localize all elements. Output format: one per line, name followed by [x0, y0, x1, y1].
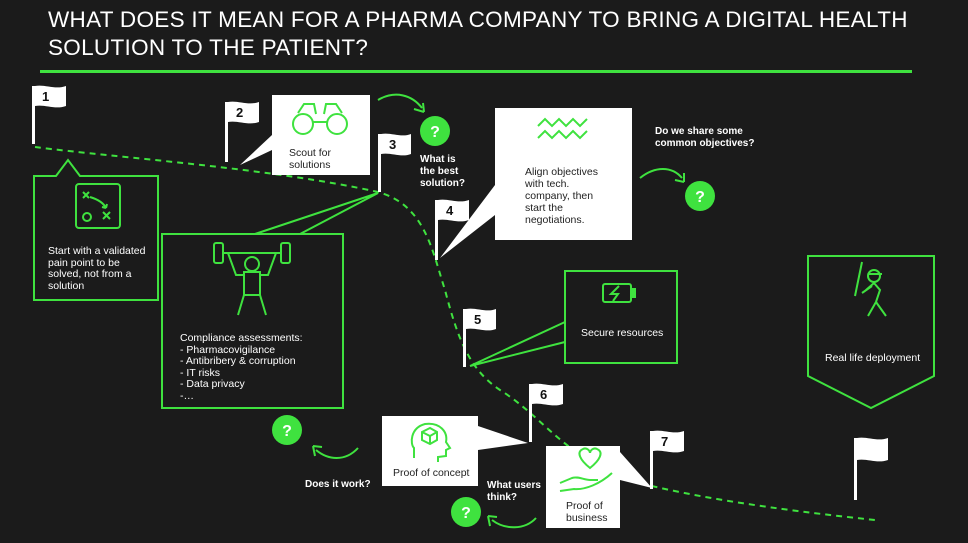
- list-item: - Pharmacovigilance: [180, 343, 276, 356]
- deployment-box: [807, 255, 935, 410]
- flag-final-icon: [854, 437, 888, 500]
- binoculars-icon: [292, 103, 348, 135]
- head-cube-icon: [410, 422, 452, 462]
- question-circle-3: ?: [272, 415, 302, 445]
- svg-text:4: 4: [446, 203, 454, 218]
- step-7-text: Proof of business: [566, 500, 608, 524]
- battery-charging-icon: [602, 283, 636, 303]
- question-circle-2: ?: [685, 181, 715, 211]
- flag-6-icon: 6: [529, 383, 563, 442]
- step-2-text: Scout for solutions: [289, 147, 332, 171]
- list-item: - IT risks: [180, 366, 221, 379]
- step-5-text: Secure resources: [581, 327, 664, 339]
- step-5-connector: [469, 321, 566, 367]
- svg-text:6: 6: [540, 387, 547, 402]
- step-5-box: [564, 270, 678, 364]
- compliance-list: - Pharmacovigilance - Antibribery & corr…: [180, 343, 340, 403]
- flag-5-icon: 5: [463, 308, 496, 367]
- waves-icon: [537, 117, 588, 140]
- question-best-solution: What is the best solution?: [420, 154, 465, 189]
- step-7-box: [546, 446, 652, 528]
- svg-text:7: 7: [661, 434, 668, 449]
- question-circle-1: ?: [420, 116, 450, 146]
- step-4-box: [440, 108, 632, 258]
- title-underline: [40, 70, 912, 73]
- strategy-board-icon: [75, 183, 121, 229]
- svg-text:?: ?: [430, 124, 440, 141]
- flag-3-icon: 3: [378, 133, 411, 192]
- svg-text:5: 5: [474, 312, 481, 327]
- weightlifter-icon: [213, 242, 291, 316]
- question-users-think: What users think?: [487, 480, 541, 503]
- svg-text:?: ?: [461, 505, 471, 522]
- step-1-box: [33, 158, 159, 301]
- heart-hand-icon: [559, 447, 613, 492]
- flag-7-icon: 7: [650, 430, 684, 489]
- question-common-objectives: Do we share some common objectives?: [655, 126, 755, 149]
- step-1-text: Start with a validated pain point to be …: [48, 245, 146, 292]
- svg-text:?: ?: [695, 189, 705, 206]
- page-title: WHAT DOES IT MEAN FOR A PHARMA COMPANY T…: [48, 7, 908, 60]
- curved-arrow-1: [377, 93, 423, 109]
- flag-1-icon: 1: [32, 85, 66, 144]
- curved-arrow-4: [491, 517, 537, 529]
- question-does-it-work: Does it work?: [305, 479, 371, 490]
- baseball-player-icon: [854, 261, 887, 317]
- question-circle-4: ?: [451, 497, 481, 527]
- step-3-box: [161, 233, 344, 409]
- list-item: -…: [180, 389, 194, 402]
- svg-text:?: ?: [282, 423, 292, 440]
- curved-arrow-2: [639, 168, 683, 179]
- svg-text:2: 2: [236, 105, 243, 120]
- step-3-connector: [254, 192, 379, 235]
- step-4-text: Align objectives with tech. company, the…: [525, 166, 598, 226]
- step-6-box: [382, 416, 528, 486]
- step-3-text: Compliance assessments: - Pharmacovigila…: [180, 332, 340, 403]
- list-item: - Data privacy: [180, 378, 245, 390]
- list-item: - Antibribery & corruption: [180, 355, 296, 367]
- curved-arrow-3: [315, 447, 359, 459]
- svg-text:3: 3: [389, 137, 396, 152]
- flag-2-icon: 2: [225, 101, 259, 162]
- svg-text:1: 1: [42, 89, 49, 104]
- flag-4-icon: 4: [435, 199, 469, 260]
- deployment-text: Real life deployment: [825, 352, 921, 364]
- step-3-heading: Compliance assessments:: [180, 332, 303, 344]
- step-6-text: Proof of concept: [393, 467, 470, 479]
